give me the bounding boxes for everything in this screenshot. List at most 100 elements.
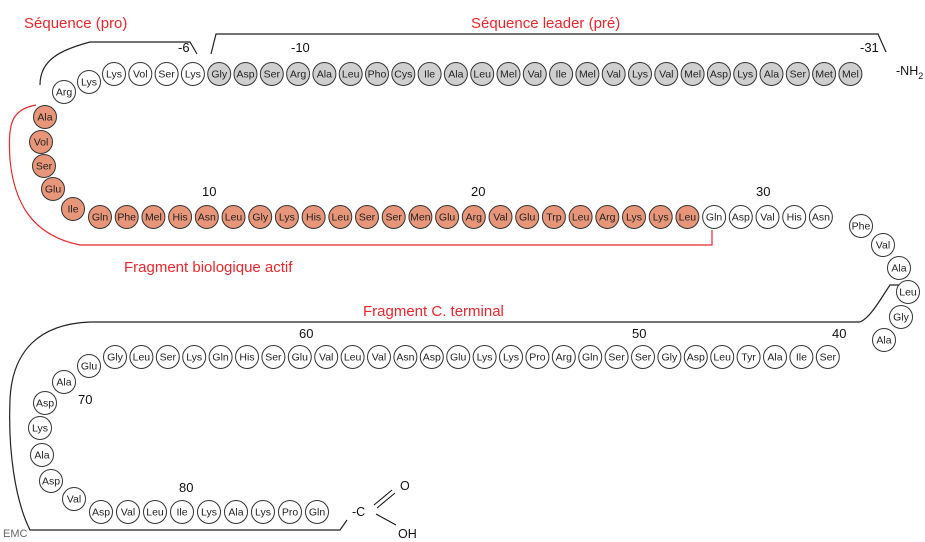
residue-lys: Lys	[28, 416, 52, 440]
residue-lys: Lys	[622, 205, 646, 229]
residue-circle	[62, 487, 86, 511]
tick-minus-10: -10	[291, 40, 310, 55]
residue-circle	[789, 345, 814, 369]
residue-asp: Asp	[683, 345, 708, 369]
residue-label: Glu	[450, 352, 467, 364]
residue-circle	[706, 62, 731, 86]
residue-circle	[446, 345, 471, 369]
residue-circle	[443, 62, 468, 86]
residue-label: Mel	[145, 212, 162, 224]
residue-circle	[340, 345, 365, 369]
residue-lys: Lys	[182, 345, 207, 369]
residue-circle	[496, 62, 521, 86]
residue-circle	[736, 345, 761, 369]
residue-circle	[393, 345, 418, 369]
residue-circle	[221, 205, 246, 229]
residue-circle	[408, 205, 433, 229]
residue-label: Leu	[713, 352, 731, 364]
residue-circle	[461, 205, 486, 229]
residue-leu: Leu	[675, 205, 700, 229]
residue-label: Asp	[732, 212, 750, 224]
residue-circle	[61, 197, 85, 221]
residue-ile: Ile	[170, 500, 194, 524]
residue-circle	[32, 154, 56, 178]
residue-cys: Cys	[391, 62, 416, 86]
residue-circle	[141, 205, 166, 229]
residue-lys: Lys	[472, 345, 497, 369]
residue-label: Ala	[56, 377, 71, 389]
residue-ser: Ser	[785, 62, 810, 86]
residue-circle	[472, 345, 497, 369]
residue-circle	[499, 345, 523, 369]
residue-circle	[675, 205, 700, 229]
residue-label: Ser	[608, 352, 625, 364]
residue-label: Gln	[92, 212, 109, 224]
residue-circle	[785, 62, 810, 86]
residue-lys: Lys	[274, 205, 299, 229]
residue-circle	[896, 280, 920, 304]
residue-val: Val	[522, 62, 547, 86]
residue-label: Asn	[198, 212, 216, 224]
residue-label: Gly	[107, 352, 124, 364]
residue-ala: Ala	[33, 105, 57, 129]
residue-circle	[77, 354, 101, 378]
residue-label: Phe	[117, 212, 136, 224]
residue-ala: Ala	[887, 256, 911, 280]
residue-label: Lys	[626, 212, 642, 224]
residue-circle	[116, 500, 140, 524]
residue-gln: Gln	[88, 205, 112, 229]
residue-circle	[763, 345, 787, 369]
residue-gly: Gly	[207, 62, 232, 86]
residue-label: Asp	[236, 69, 254, 81]
residue-label: Mel	[684, 69, 701, 81]
residue-ile: Ile	[61, 197, 85, 221]
residue-asp: Asp	[233, 62, 258, 86]
residue-circle	[28, 416, 52, 440]
residue-label: Gln	[582, 352, 599, 364]
residue-circle	[88, 205, 112, 229]
residue-ile: Ile	[789, 345, 814, 369]
residue-vol: Vol	[128, 62, 153, 86]
residue-circle	[733, 62, 758, 86]
residue-lys: Lys	[102, 62, 126, 86]
residue-gln: Gln	[305, 500, 329, 524]
residue-circle	[29, 130, 53, 154]
residue-label: Pho	[368, 69, 387, 81]
residue-ile: Ile	[417, 62, 442, 86]
residue-ser: Ser	[154, 62, 179, 86]
cooh-carbon: -C	[352, 505, 365, 519]
residue-asp: Asp	[33, 391, 57, 415]
residue-circle	[601, 62, 626, 86]
residue-circle	[233, 62, 258, 86]
residue-label: Leu	[572, 212, 590, 224]
residue-label: Asn	[812, 212, 830, 224]
residue-label: Gly	[211, 69, 228, 81]
residue-glu: Glu	[446, 345, 471, 369]
residue-label: Gln	[309, 507, 326, 519]
tick-40: 40	[832, 326, 846, 341]
residue-circle	[381, 205, 406, 229]
residue-circle	[631, 345, 655, 369]
residue-circle	[33, 105, 57, 129]
residue-label: Glu	[519, 212, 536, 224]
residue-circle	[889, 305, 913, 329]
residue-circle	[702, 205, 727, 229]
residue-label: Leu	[473, 69, 491, 81]
residue-label: Ser	[158, 69, 175, 81]
residue-lys: Lys	[251, 500, 275, 524]
label-fragment-actif: Fragment biologique actif	[124, 259, 293, 276]
residue-label: Ser	[36, 161, 53, 173]
residue-circle	[812, 62, 837, 86]
residue-circle	[710, 345, 735, 369]
cooh-bond-up	[373, 489, 393, 506]
residue-circle	[872, 328, 896, 352]
residue-label: Glu	[81, 361, 98, 373]
residue-circle	[522, 62, 547, 86]
residue-label: Val	[372, 352, 386, 364]
residue-glu: Glu	[515, 205, 540, 229]
residue-label: Arg	[599, 212, 616, 224]
residue-circle	[261, 345, 286, 369]
residue-circle	[301, 205, 326, 229]
residue-label: Leu	[146, 507, 164, 519]
residue-pro: Pro	[278, 500, 302, 524]
